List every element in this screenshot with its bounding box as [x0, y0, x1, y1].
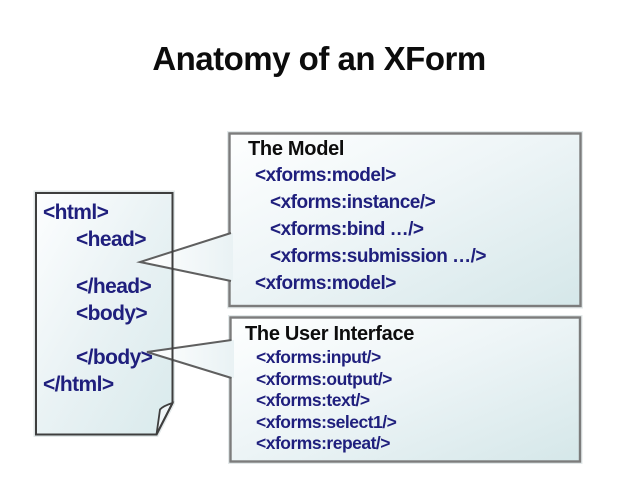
ui-box-shape [229, 316, 582, 463]
ui-box: The User Interface <xforms:input/> <xfor… [230, 317, 580, 455]
code-line: <html> [43, 201, 109, 224]
model-box-shape [228, 132, 582, 308]
code-line: <xforms:bind …/> [270, 219, 424, 240]
code-line: </head> [76, 275, 152, 298]
code-line: <xforms:text/> [256, 390, 370, 410]
code-line: <body> [76, 302, 148, 325]
code-line: </html> [43, 373, 114, 396]
code-line: <xforms:model> [255, 273, 396, 294]
ui-box-heading: The User Interface [245, 323, 415, 345]
callout-pointer-model-fill [140, 233, 233, 281]
slide-title: Anatomy of an XForm [152, 40, 486, 77]
html-document-box: <html> <head> </head> <body> </body> </h… [36, 193, 173, 398]
code-line: <xforms:select1/> [256, 411, 397, 432]
document-box-outline [35, 192, 174, 436]
code-line: <xforms:repeat/> [256, 433, 391, 453]
code-line: <xforms:instance/> [270, 192, 436, 213]
code-line: <head> [76, 228, 147, 251]
code-line: <xforms:model> [255, 165, 396, 186]
code-line: <xforms:input/> [256, 347, 381, 367]
code-line: <xforms:submission …/> [270, 246, 487, 267]
callout-pointer-ui [146, 339, 232, 379]
model-box-heading: The Model [248, 138, 345, 160]
callout-pointer-model [136, 232, 232, 282]
model-box: The Model <xforms:model> <xforms:instanc… [229, 133, 581, 297]
code-line: <xforms:output/> [256, 368, 392, 389]
code-line: </body> [76, 346, 153, 369]
